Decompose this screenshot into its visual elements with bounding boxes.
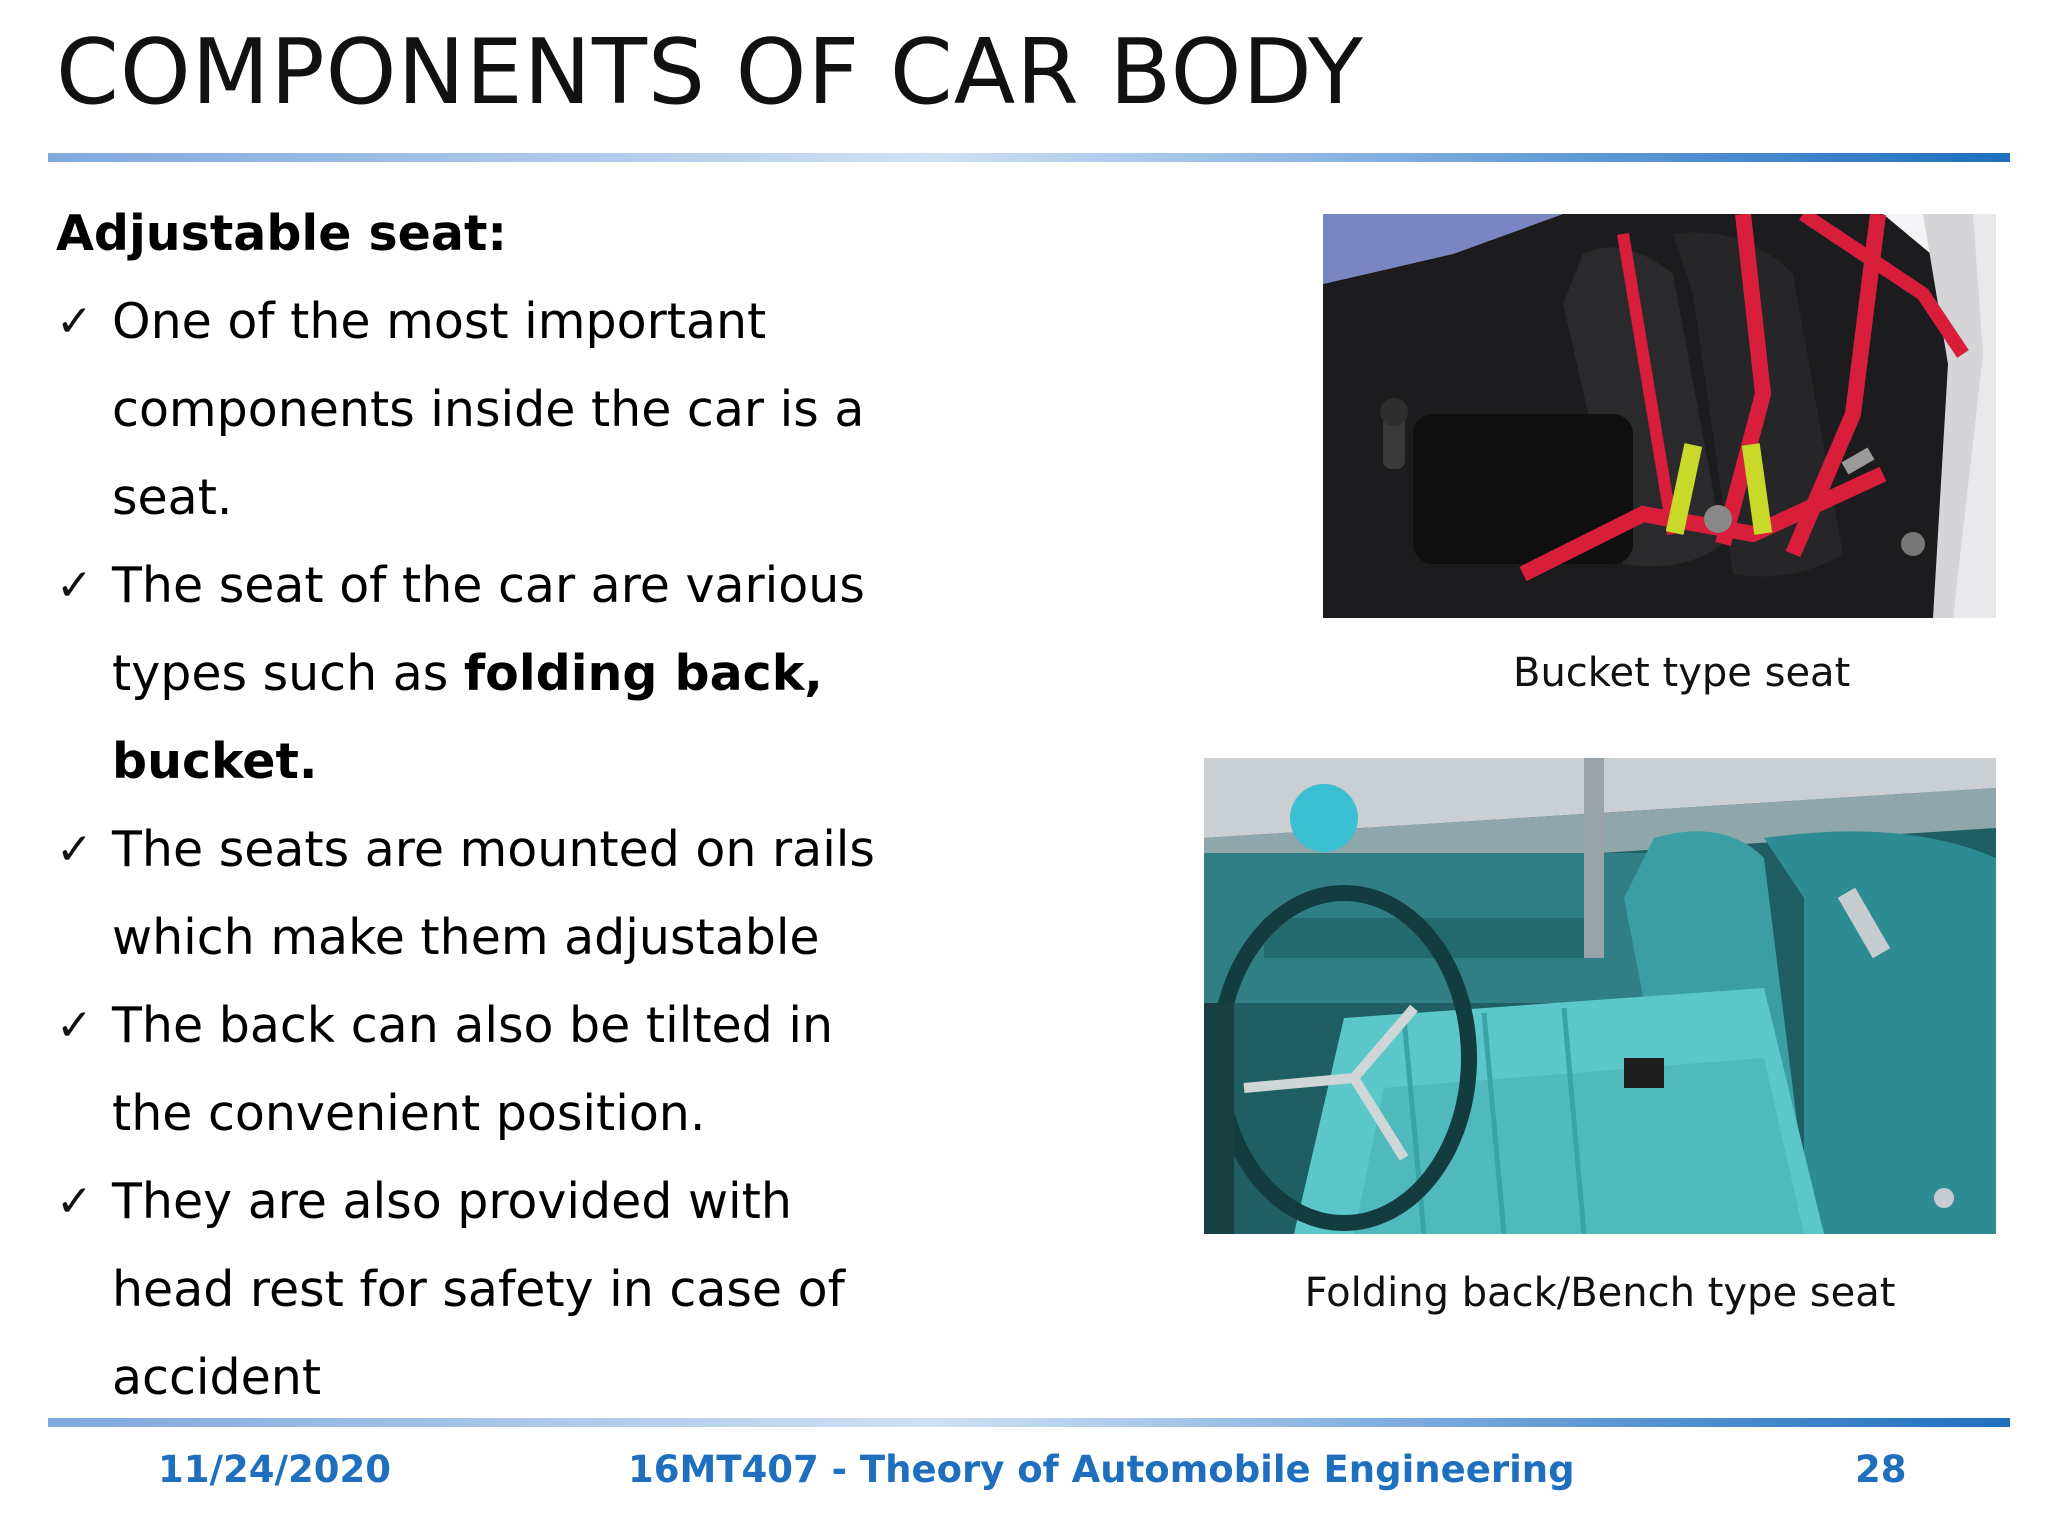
bullet-line: types such as folding back, — [112, 630, 896, 718]
footer-page-number: 28 — [1855, 1448, 1907, 1491]
slide-content: Adjustable seat: ✓ One of the most import… — [56, 190, 896, 1422]
bullet-text: They are also provided with — [112, 1173, 792, 1230]
footer-divider — [48, 1418, 2010, 1427]
bullet-text: head rest for safety in case of — [112, 1261, 845, 1318]
checkmark-icon: ✓ — [56, 1176, 93, 1227]
bullet-item: ✓ The seat of the car are various types su… — [56, 542, 896, 806]
bullet-text: The back can also be tilted in — [112, 997, 834, 1054]
bullet-text: which make them adjustable — [112, 909, 820, 966]
bullet-text-bold: folding back, — [463, 645, 823, 702]
checkmark-icon: ✓ — [56, 824, 93, 875]
bullet-line: components inside the car is a — [112, 366, 896, 454]
section-heading: Adjustable seat: — [56, 205, 507, 262]
bullet-text-bold: bucket. — [112, 733, 318, 790]
bullet-line: accident — [112, 1334, 896, 1422]
bullet-line: head rest for safety in case of — [112, 1246, 896, 1334]
bullet-text: types such as — [112, 645, 464, 702]
slide-title: COMPONENTS OF CAR BODY — [56, 20, 1364, 125]
bullet-line: the convenient position. — [112, 1070, 896, 1158]
bullet-text: components inside the car is a — [112, 381, 865, 438]
bullet-text: One of the most important — [112, 293, 767, 350]
bench-seat-photo — [1204, 758, 1996, 1234]
bullet-item: ✓ They are also provided with head rest fo… — [56, 1158, 896, 1422]
bullet-line: The back can also be tilted in — [112, 982, 896, 1070]
bullet-text: the convenient position. — [112, 1085, 706, 1142]
bullet-line: bucket. — [112, 718, 896, 806]
bullet-line: They are also provided with — [112, 1158, 896, 1246]
bullet-line: which make them adjustable — [112, 894, 896, 982]
bullet-list: ✓ One of the most important components ins… — [56, 278, 896, 1422]
bullet-item: ✓ The back can also be tilted in the conve… — [56, 982, 896, 1158]
footer-date: 11/24/2020 — [158, 1448, 391, 1491]
bench-seat-caption: Folding back/Bench type seat — [1304, 1270, 1896, 1316]
title-divider — [48, 153, 2010, 162]
bullet-line: The seat of the car are various — [112, 542, 896, 630]
checkmark-icon: ✓ — [56, 296, 93, 347]
bullet-line: seat. — [112, 454, 896, 542]
bucket-seat-illustration — [1323, 214, 1996, 618]
bench-seat-illustration — [1204, 758, 1996, 1234]
footer-course: 16MT407 - Theory of Automobile Engineeri… — [628, 1448, 1575, 1491]
bullet-item: ✓ The seats are mounted on rails which mak… — [56, 806, 896, 982]
bullet-text: The seat of the car are various — [112, 557, 865, 614]
bucket-seat-photo — [1323, 214, 1996, 618]
checkmark-icon: ✓ — [56, 560, 93, 611]
bullet-item: ✓ One of the most important components ins… — [56, 278, 896, 542]
bullet-text: The seats are mounted on rails — [112, 821, 875, 878]
checkmark-icon: ✓ — [56, 1000, 93, 1051]
bullet-text: accident — [112, 1349, 322, 1406]
bullet-line: The seats are mounted on rails — [112, 806, 896, 894]
bullet-line: One of the most important — [112, 278, 896, 366]
bucket-seat-caption: Bucket type seat — [1513, 650, 1851, 696]
bullet-text: seat. — [112, 469, 233, 526]
